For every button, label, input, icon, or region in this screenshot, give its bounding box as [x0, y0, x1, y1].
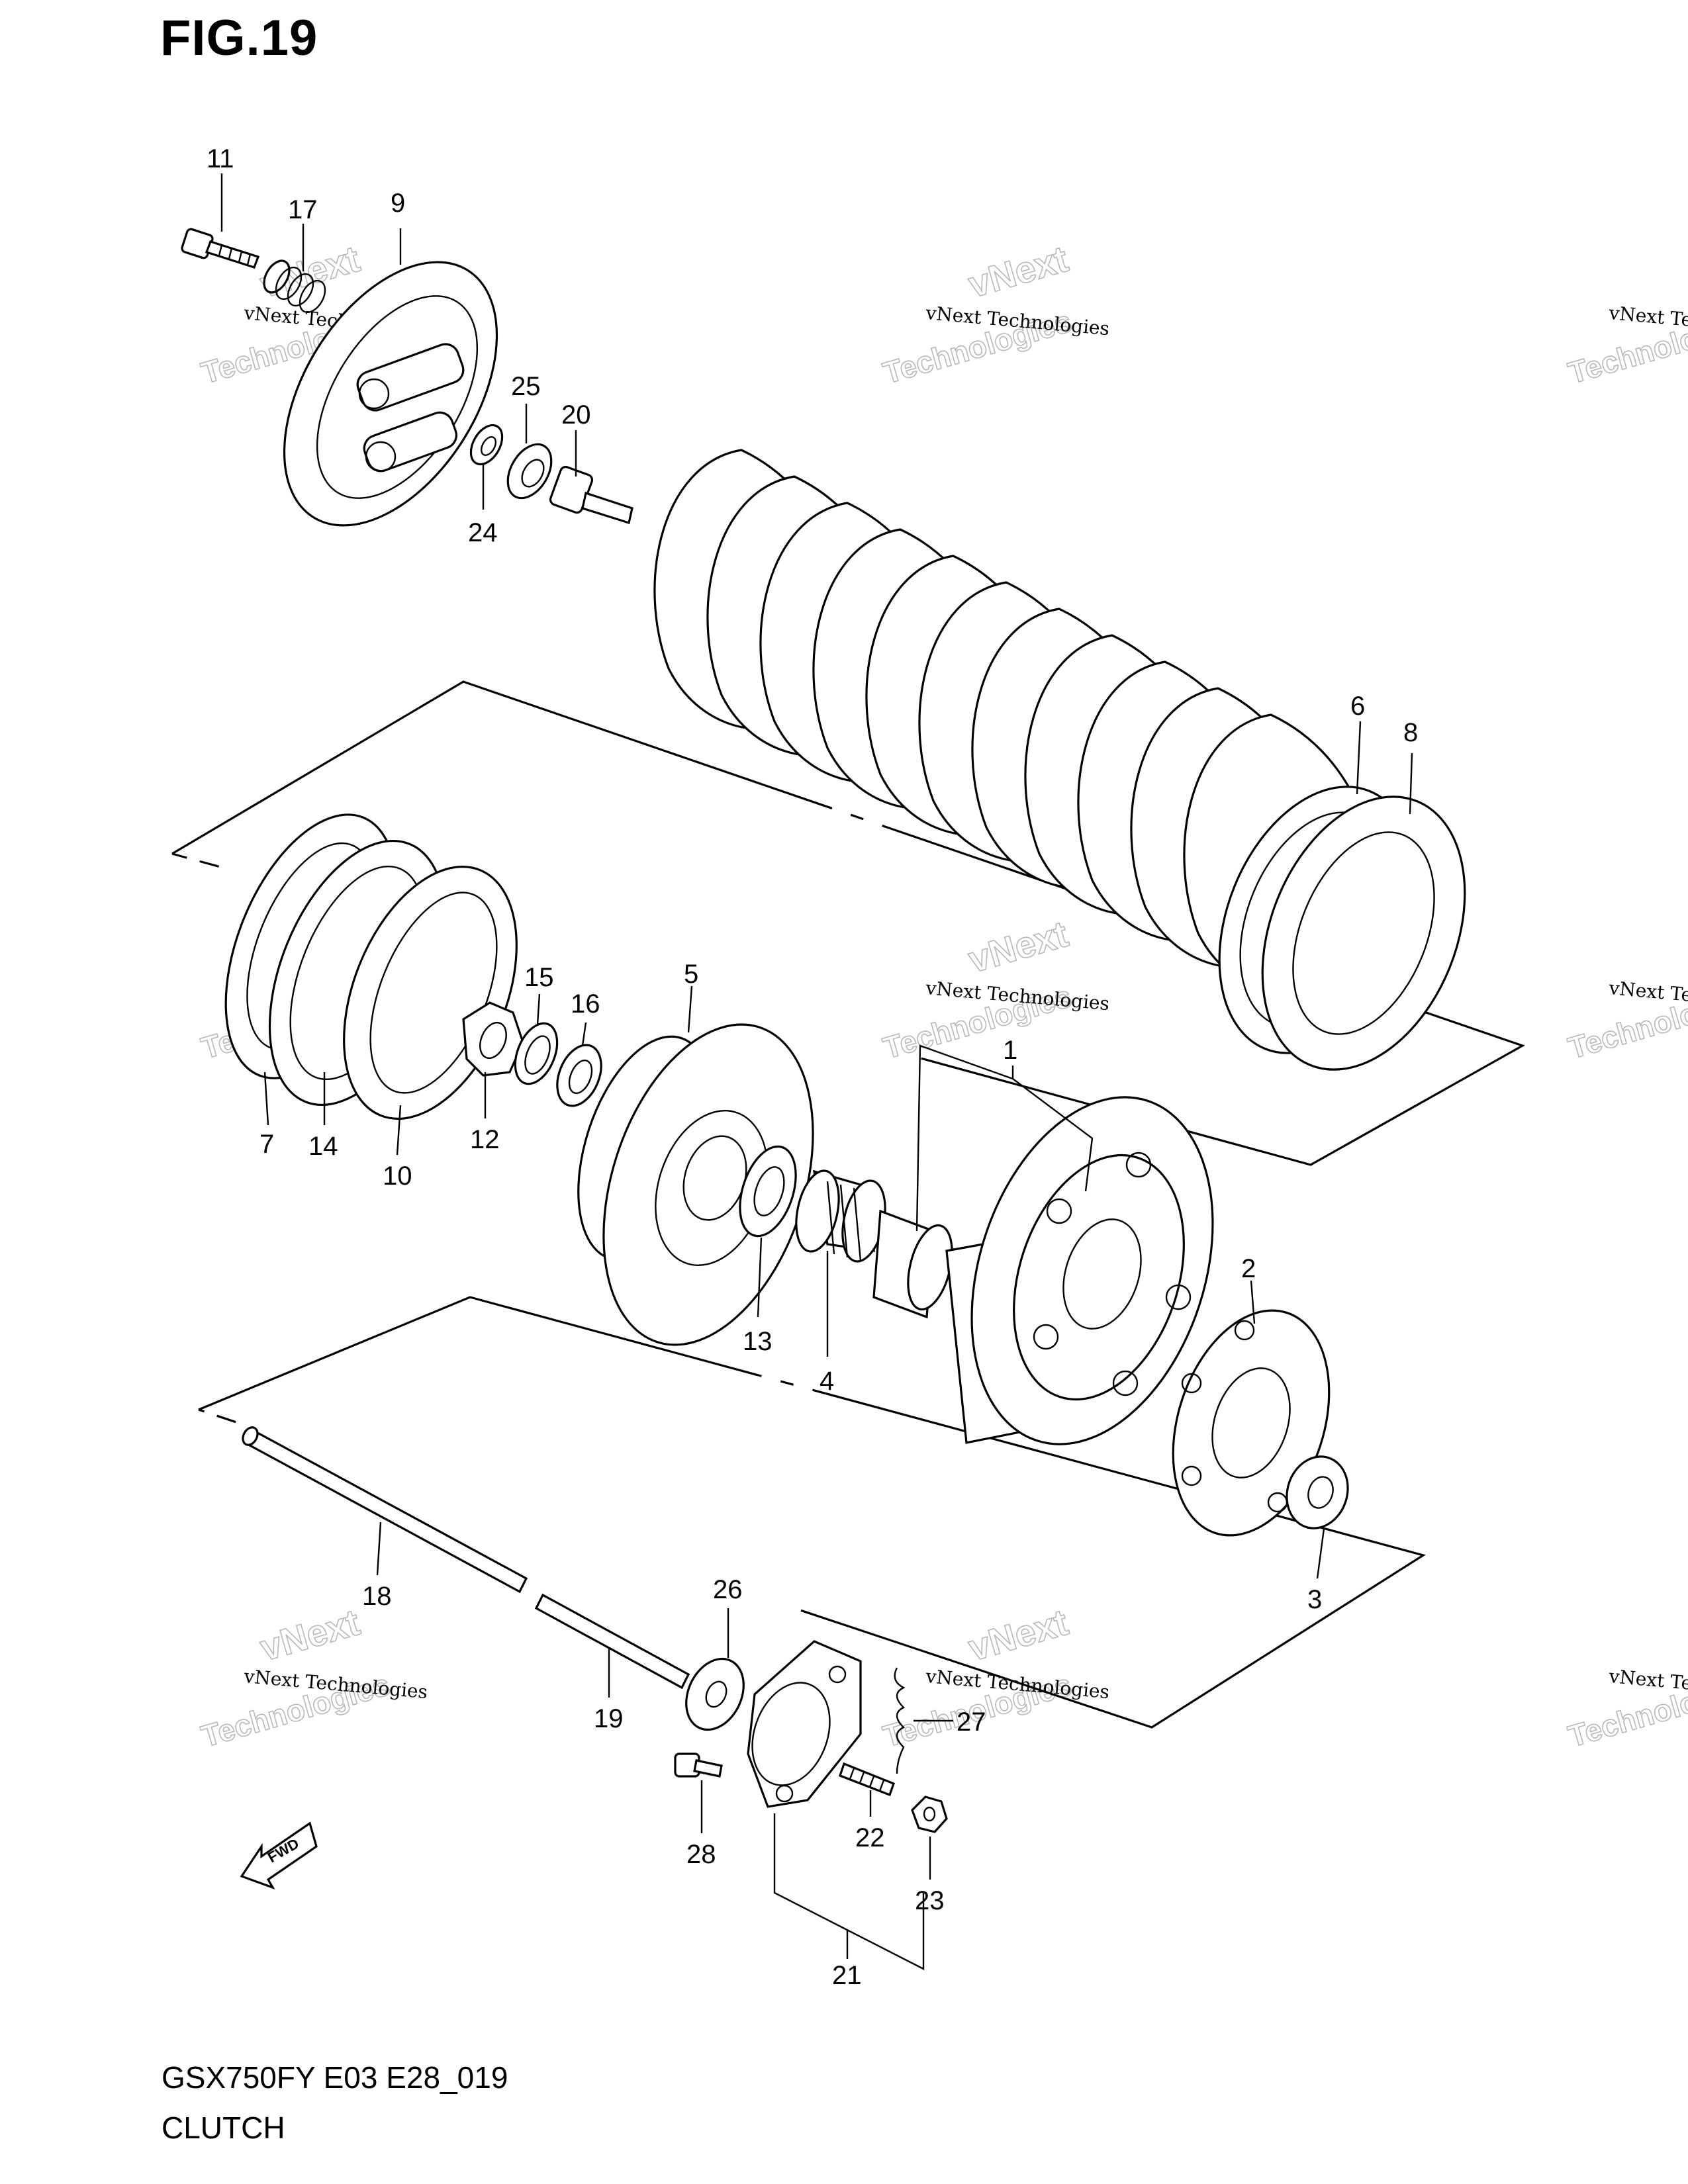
svg-text:vNext: vNext	[964, 1601, 1072, 1669]
oil-seal-part-26	[685, 1657, 745, 1731]
watermark-8: vNext Technologies vNext Technologies	[879, 1600, 1111, 1754]
clutch-release-part-21	[747, 1640, 862, 1808]
svg-text:vNext: vNext	[964, 238, 1072, 306]
watermark-7: vNext Technologies vNext Technologies	[197, 1600, 429, 1754]
nut-part-23	[911, 1796, 948, 1833]
washer-part-13	[739, 1145, 797, 1238]
watermark-9: vNext Technologies Technologies	[1564, 1665, 1688, 1754]
leader-lines	[220, 173, 1413, 1970]
upper-assembly-outline	[171, 680, 1525, 1166]
washer-part-24	[469, 424, 504, 466]
svg-text:vNext: vNext	[256, 1601, 364, 1669]
callout-23: 23	[915, 1886, 945, 1915]
svg-text:vNext: vNext	[964, 913, 1072, 981]
bearing-part-25	[506, 443, 553, 500]
callout-12: 12	[470, 1125, 500, 1154]
needle-bearing-part-4	[795, 1169, 886, 1263]
callout-15: 15	[524, 963, 554, 992]
callout-8: 8	[1403, 718, 1418, 747]
callout-21: 21	[832, 1961, 862, 1990]
callout-4: 4	[820, 1367, 834, 1396]
callout-25: 25	[511, 372, 541, 401]
left-plates-7-14-10	[224, 813, 518, 1120]
callout-5: 5	[684, 960, 698, 989]
spacer-part-1	[872, 1209, 953, 1319]
pressure-plate-part-9	[283, 261, 498, 527]
callout-10: 10	[383, 1161, 412, 1191]
callout-11: 11	[207, 144, 234, 173]
washer-part-16	[556, 1044, 602, 1107]
watermark-5: vNext Technologies vNext Technologies	[879, 912, 1111, 1066]
spacer-part-3	[1286, 1455, 1349, 1529]
push-rod-part-19	[534, 1593, 690, 1690]
spring-part-17	[263, 259, 326, 314]
push-rod-part-18	[242, 1426, 528, 1594]
bolt-part-28	[674, 1752, 723, 1778]
callout-27: 27	[957, 1707, 986, 1737]
watermark-6: vNext Technologies Technologies	[1564, 977, 1688, 1066]
callout-2: 2	[1241, 1254, 1256, 1283]
callout-9: 9	[391, 189, 405, 218]
callout-24: 24	[468, 518, 498, 547]
watermark-2: vNext Technologies vNext Technologies	[879, 237, 1111, 390]
washer-part-15	[514, 1022, 559, 1085]
callout-13: 13	[743, 1327, 773, 1356]
callout-26: 26	[713, 1575, 743, 1604]
assembly-name-caption: CLUTCH	[162, 2111, 285, 2145]
callout-3: 3	[1307, 1585, 1322, 1614]
callout-28: 28	[686, 1840, 716, 1869]
callout-22: 22	[855, 1823, 885, 1852]
clutch-plate-stack	[653, 449, 1466, 1071]
callout-18: 18	[362, 1582, 392, 1611]
callout-14: 14	[308, 1132, 338, 1161]
model-code-caption: GSX750FY E03 E28_019	[162, 2060, 508, 2095]
callout-6: 6	[1350, 692, 1365, 721]
screw-part-22	[838, 1762, 896, 1797]
figure-title: FIG.19	[160, 10, 318, 66]
bolt-part-11	[181, 228, 260, 269]
callout-1: 1	[1003, 1036, 1017, 1065]
callout-16: 16	[571, 989, 600, 1019]
nut-part-12	[462, 1001, 524, 1077]
primary-driven-gear-part-1	[945, 1096, 1214, 1445]
callout-labels: 1 2 3 4 5 6 7 8 9 10 11 12 13 14 15 16 1…	[207, 144, 1418, 1990]
watermark-3: vNext Technologies Technologies	[1564, 302, 1688, 390]
return-spring-part-27	[894, 1667, 906, 1774]
forward-arrow-icon: FWD	[240, 1821, 318, 1890]
callout-19: 19	[594, 1704, 624, 1733]
callout-7: 7	[259, 1130, 274, 1159]
callout-20: 20	[561, 400, 591, 430]
lower-assembly-outline	[198, 1296, 1426, 1729]
push-piece-part-20	[549, 465, 633, 525]
callout-17: 17	[288, 195, 318, 224]
